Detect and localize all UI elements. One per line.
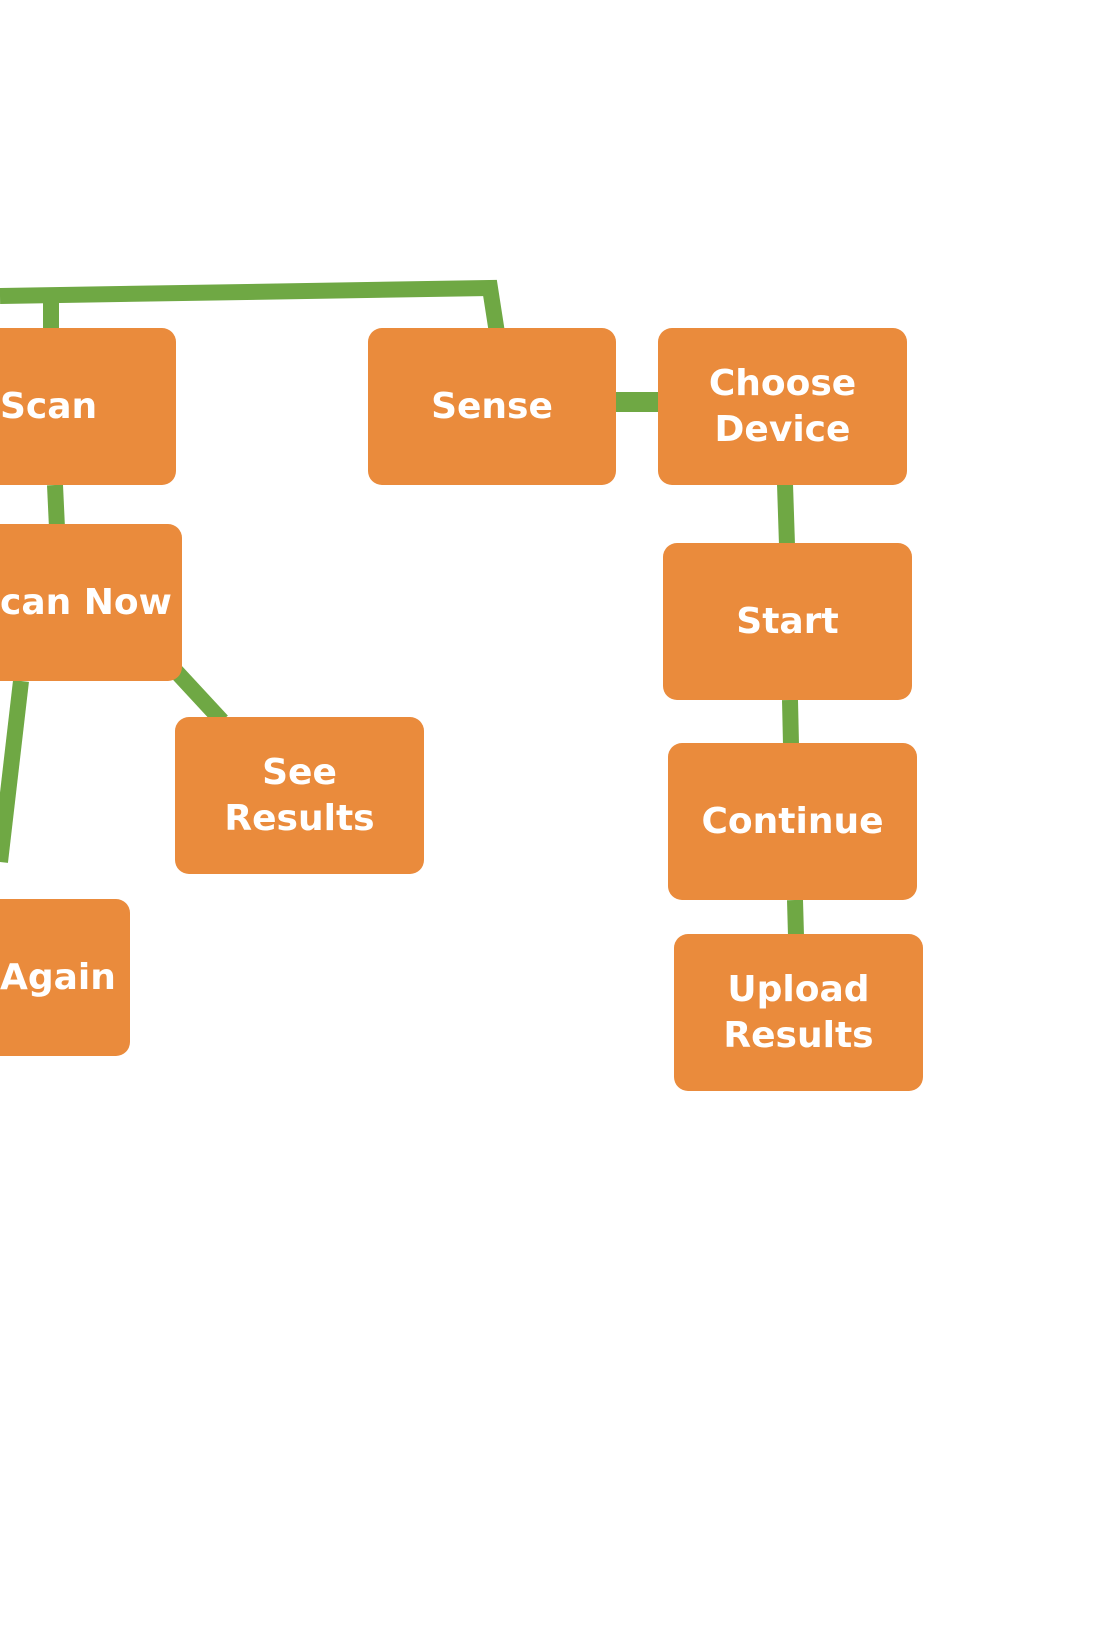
- sense-node[interactable]: Sense: [368, 328, 616, 485]
- upload-results-node-label: Upload Results: [723, 968, 874, 1056]
- again-node-label: Again: [0, 956, 116, 998]
- choose-device-node[interactable]: Choose Device: [658, 328, 907, 485]
- sense-node-label: Sense: [431, 385, 553, 427]
- connector-scan-scannow: [47, 484, 65, 529]
- continue-node-label: Continue: [701, 800, 884, 842]
- again-node[interactable]: Again: [0, 899, 130, 1056]
- choose-device-node-label: Choose Device: [708, 362, 857, 450]
- scan-now-node[interactable]: can Now: [0, 524, 182, 681]
- scan-now-node-label: can Now: [0, 581, 172, 623]
- start-node[interactable]: Start: [663, 543, 912, 700]
- upload-results-node[interactable]: Upload Results: [674, 934, 923, 1091]
- start-node-label: Start: [736, 600, 839, 642]
- continue-node[interactable]: Continue: [668, 743, 917, 900]
- scan-node-label: Scan: [0, 385, 98, 427]
- scan-node[interactable]: Scan: [0, 328, 176, 485]
- see-results-node-label: See Results: [224, 751, 375, 839]
- connector-scannow-seeresults: [166, 661, 228, 727]
- connector-top-bus: [0, 279, 505, 335]
- see-results-node[interactable]: See Results: [175, 717, 424, 874]
- connector-start-continue: [782, 699, 799, 746]
- connector-continue-upload: [787, 899, 804, 937]
- connector-scannow-again: [0, 680, 29, 863]
- connector-choosedevice-start: [777, 483, 795, 546]
